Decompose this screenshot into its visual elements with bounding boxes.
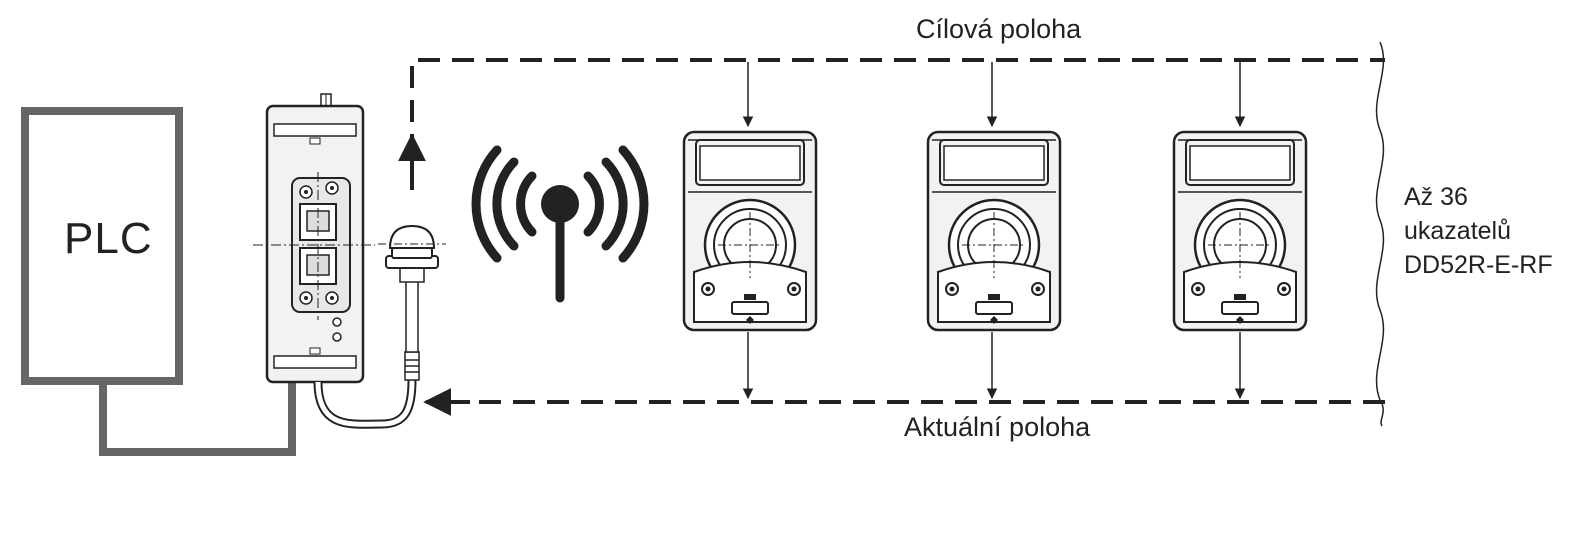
plc-gateway-cable bbox=[99, 381, 296, 456]
position-indicator-1 bbox=[682, 62, 818, 400]
position-indicator-3 bbox=[1172, 62, 1308, 400]
antenna bbox=[313, 224, 446, 429]
break-line bbox=[1375, 41, 1385, 427]
wireless-signal-icon bbox=[471, 145, 649, 303]
plc-label: PLC bbox=[64, 214, 153, 263]
actual-position-label: Aktuální poloha bbox=[904, 412, 1091, 442]
indicator-count-line-1: Až 36 bbox=[1404, 183, 1468, 211]
indicator-count-line-3: DD52R-E-RF bbox=[1404, 251, 1553, 279]
position-indicator-2 bbox=[926, 62, 1062, 400]
target-position-label: Cílová poloha bbox=[916, 14, 1082, 44]
indicator-count-label: Až 36 ukazatelů DD52R-E-RF bbox=[1404, 180, 1553, 282]
gateway-module bbox=[253, 93, 375, 384]
indicator-count-line-2: ukazatelů bbox=[1404, 217, 1512, 245]
